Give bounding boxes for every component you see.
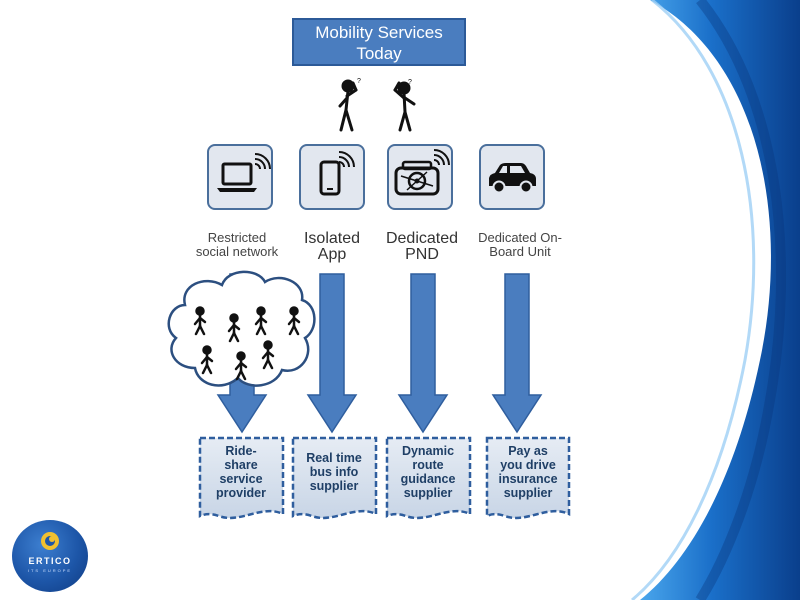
supplier-line: share [224,458,258,472]
label-line: Isolated [303,230,361,247]
navigation-device-card [387,144,453,210]
label-line: Restricted [207,230,267,245]
label-line: social network [195,244,279,259]
supplier-line: bus info [309,465,359,479]
svg-text:?: ? [357,78,361,85]
supplier-line: route [412,458,444,472]
arrow-isolated-app [306,273,358,434]
logo-emblem-icon [41,532,59,550]
title-line-2: Today [356,44,402,63]
confused-people-icon: ? ? [338,78,416,132]
supplier-route-guidance: Dynamic route guidance supplier [390,444,466,500]
supplier-line: service [219,472,263,486]
arrow-dedicated-pnd [397,273,449,434]
supplier-line: you drive [500,458,556,472]
supplier-ride-share: Ride- share service provider [203,444,279,500]
supplier-line: guidance [400,472,456,486]
label-line: App [317,246,347,263]
social-network-cloud [167,270,316,387]
svg-text:?: ? [408,79,412,86]
document-insurance [485,436,571,520]
title-line-1: Mobility Services [315,23,443,42]
people-group-icon [193,306,301,381]
car-icon [489,163,536,194]
logo-name: ERTICO [28,556,72,566]
category-label-on-board-unit: Dedicated On- Board Unit [465,231,575,259]
supplier-line: Ride- [225,444,257,458]
document-bus-info [291,436,378,520]
supplier-line: supplier [403,486,453,500]
smartphone-wifi-icon [319,151,355,196]
supplier-line: Real time [306,451,362,465]
supplier-line: supplier [503,486,553,500]
category-label-social-network: Restricted social network [182,231,292,259]
ertico-logo: ERTICO ITS EUROPE [12,520,88,592]
supplier-bus-info: Real time bus info supplier [296,451,372,493]
arrow-on-board-unit [491,273,543,434]
diagram-title: Mobility Services Today [292,18,466,66]
supplier-line: Dynamic [401,444,455,458]
label-line: PND [405,246,439,263]
laptop-card [207,144,273,210]
label-line: Dedicated [385,230,459,247]
supplier-line: provider [215,486,266,500]
navigation-device-wifi-icon [394,149,450,196]
category-label-dedicated-pnd: Dedicated PND [372,231,472,263]
supplier-line: insurance [498,472,558,486]
smartphone-card [299,144,365,210]
category-label-isolated-app: Isolated App [287,231,377,263]
supplier-insurance: Pay as you drive insurance supplier [490,444,566,500]
document-ride-share [198,436,285,520]
supplier-line: Pay as [508,444,548,458]
supplier-line: supplier [309,479,359,493]
logo-subtitle: ITS EUROPE [27,568,73,573]
label-line: Dedicated On- [478,230,562,245]
laptop-wifi-icon [217,153,271,192]
car-card [479,144,545,210]
document-route-guidance [385,436,472,520]
label-line: Board Unit [489,244,551,259]
